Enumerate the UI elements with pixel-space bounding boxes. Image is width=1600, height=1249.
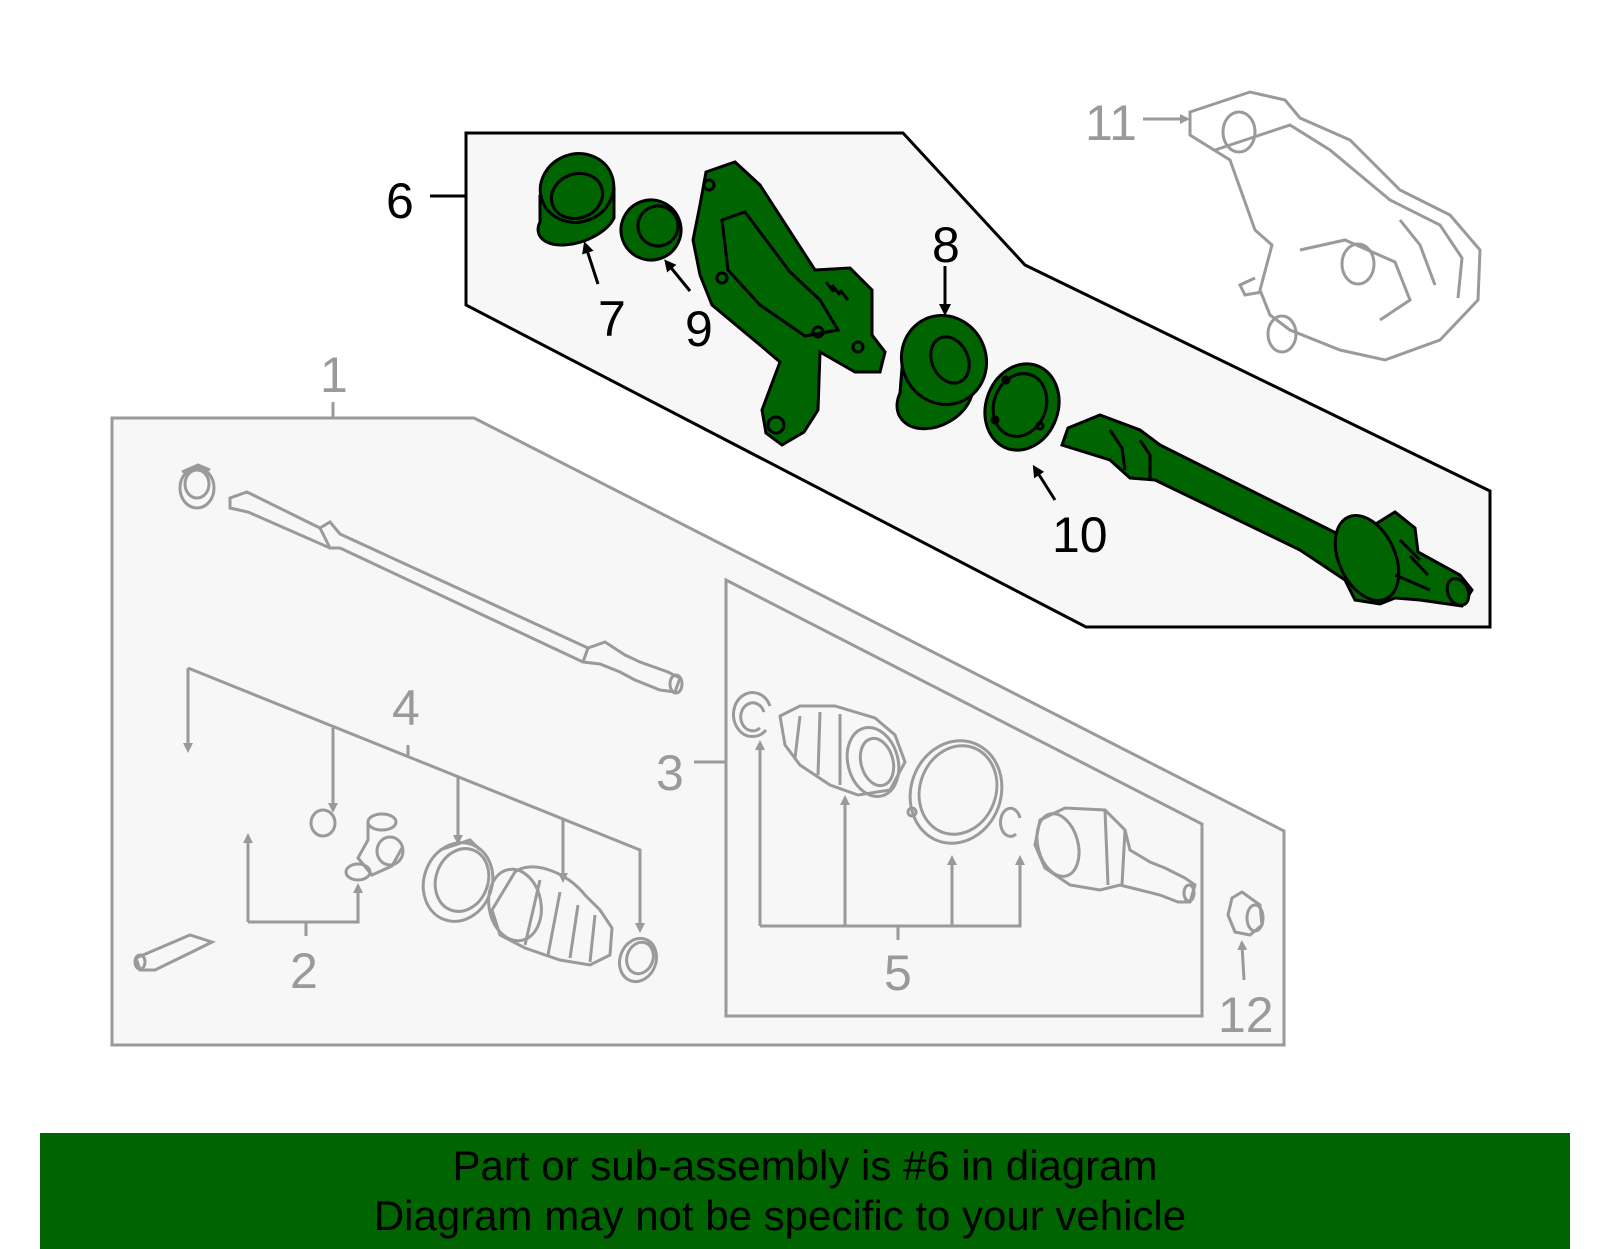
callout-6: 6 bbox=[386, 173, 414, 229]
banner-line-1: Part or sub-assembly is #6 in diagram bbox=[452, 1142, 1158, 1189]
callout-12: 12 bbox=[1218, 987, 1274, 1043]
boot-band-small bbox=[617, 936, 659, 984]
dust-seal-part-7 bbox=[536, 152, 616, 247]
group-5-leaders bbox=[755, 740, 1025, 940]
retaining-plate-part-10 bbox=[983, 362, 1061, 452]
callout-10: 10 bbox=[1052, 507, 1108, 563]
transmission-case-part-11 bbox=[1188, 90, 1482, 362]
callout-7: 7 bbox=[598, 291, 626, 347]
inner-boot bbox=[487, 865, 614, 967]
bearing-part-8 bbox=[895, 314, 989, 431]
leader-12 bbox=[1237, 940, 1248, 981]
snap-ring bbox=[732, 691, 772, 738]
boot-clamp-large bbox=[906, 739, 1004, 845]
callout-11: 11 bbox=[1085, 95, 1137, 151]
callout-9: 9 bbox=[685, 301, 713, 357]
washer bbox=[309, 808, 337, 838]
group-4-leaders bbox=[183, 666, 645, 933]
leader-9 bbox=[664, 259, 692, 292]
callout-2: 2 bbox=[290, 943, 318, 999]
small-snap-ring bbox=[998, 806, 1022, 838]
intermediate-shaft bbox=[1060, 413, 1474, 608]
group-2-leaders bbox=[243, 833, 363, 936]
outer-cv-joint bbox=[1033, 806, 1197, 904]
seal-part-9 bbox=[619, 198, 683, 262]
banner-line-2: Diagram may not be specific to your vehi… bbox=[373, 1192, 1187, 1239]
lock-pin bbox=[133, 933, 216, 972]
callout-3: 3 bbox=[656, 745, 684, 801]
boot-band-clamp bbox=[178, 463, 216, 510]
leader-10 bbox=[1032, 464, 1057, 501]
tripod-joint bbox=[344, 812, 405, 882]
outer-boot bbox=[778, 704, 907, 798]
callout-4: 4 bbox=[392, 680, 420, 736]
callout-8: 8 bbox=[932, 217, 960, 273]
callout-5: 5 bbox=[884, 945, 912, 1001]
plug-part-12 bbox=[1226, 890, 1265, 937]
leader-7 bbox=[582, 241, 600, 285]
bearing-support-bracket bbox=[691, 160, 887, 447]
callout-1: 1 bbox=[320, 347, 348, 403]
info-banner: Part or sub-assembly is #6 in diagram Di… bbox=[40, 1133, 1570, 1249]
drive-shaft bbox=[228, 490, 684, 695]
assembly-3-panel bbox=[694, 577, 1204, 1018]
